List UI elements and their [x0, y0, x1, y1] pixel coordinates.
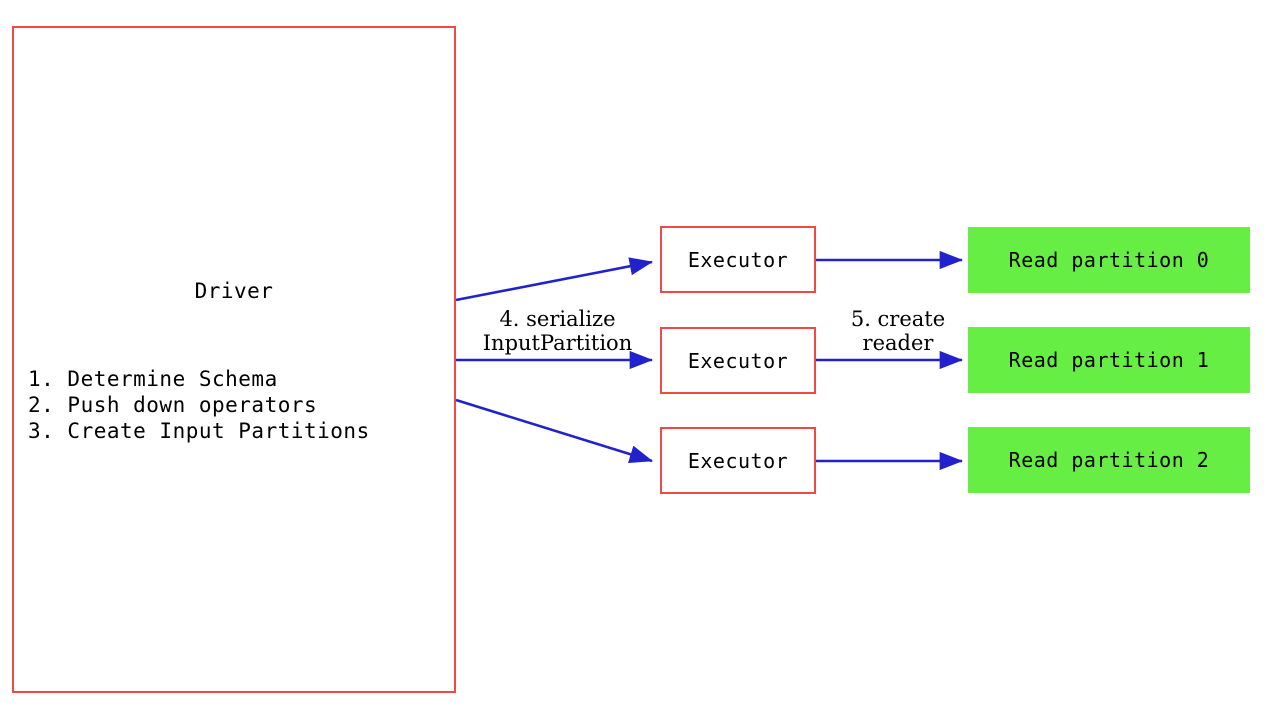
edge-label-serialize-line1: 4. serialize: [499, 307, 616, 331]
edge-label-serialize-line2: InputPartition: [482, 330, 633, 355]
partition-label-1: Read partition 1: [1008, 348, 1210, 372]
executor-box-0: Executor: [660, 226, 816, 293]
edge-label-create-reader-line2: reader: [862, 330, 934, 355]
edge-label-serialize: 4. serialize InputPartition: [470, 307, 645, 355]
driver-box: [12, 26, 456, 693]
partition-label-0: Read partition 0: [1008, 248, 1210, 272]
arrow-driver-to-executor-0: [455, 257, 654, 302]
edge-label-create-reader: 5. create reader: [828, 307, 968, 355]
executor-box-2: Executor: [660, 427, 816, 494]
edge-label-create-reader-line1: 5. create: [850, 307, 946, 331]
partition-box-1: Read partition 1: [968, 327, 1250, 393]
executor-box-1: Executor: [660, 327, 816, 394]
arrow-driver-to-executor-2: [455, 398, 653, 464]
driver-title: Driver: [194, 279, 274, 303]
executor-label-1: Executor: [687, 348, 789, 373]
executor-label-2: Executor: [687, 448, 789, 473]
driver-steps-list: 1. Determine Schema 2. Push down operato…: [28, 367, 370, 443]
partition-box-2: Read partition 2: [968, 427, 1250, 493]
executor-label-0: Executor: [687, 247, 789, 272]
partition-label-2: Read partition 2: [1008, 448, 1210, 472]
partition-box-0: Read partition 0: [968, 227, 1250, 293]
